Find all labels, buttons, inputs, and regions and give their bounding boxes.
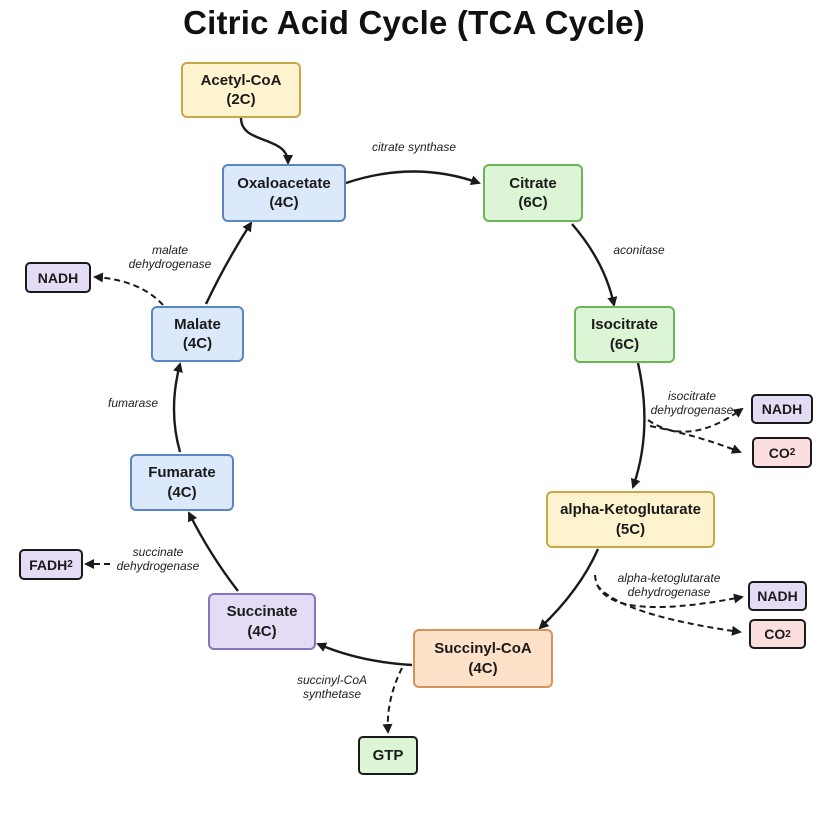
enzyme-line: succinate bbox=[132, 545, 184, 559]
enzyme-line: dehydrogenase bbox=[128, 257, 212, 272]
node-isocitrate: Isocitrate (6C) bbox=[574, 306, 675, 363]
diagram-title: Citric Acid Cycle (TCA Cycle) bbox=[183, 4, 645, 41]
enzyme-line: isocitrate bbox=[667, 389, 717, 403]
node-name: alpha-Ketoglutarate bbox=[560, 501, 701, 518]
arrow-akg-to-succinylcoa bbox=[538, 548, 600, 630]
node-alpha-ketoglutarate: alpha-Ketoglutarate (5C) bbox=[546, 491, 715, 548]
enzyme-line: dehydrogenase bbox=[650, 403, 734, 418]
arrow-fumarate-to-malate bbox=[172, 362, 183, 453]
arrow-citrate-to-isocitrate bbox=[571, 223, 618, 307]
node-name: Isocitrate bbox=[591, 316, 658, 333]
enzyme-line: alpha-ketoglutarate bbox=[617, 571, 721, 585]
node-fumarate: Fumarate (4C) bbox=[130, 454, 234, 511]
node-carbons: (5C) bbox=[615, 520, 646, 538]
node-name: Malate bbox=[174, 315, 221, 333]
node-name: Succinyl-CoA bbox=[434, 640, 532, 657]
enzyme-line: synthetase bbox=[302, 687, 362, 702]
enzyme-line: dehydrogenase bbox=[627, 585, 711, 600]
node-name: Succinate bbox=[226, 603, 298, 620]
enzyme-line: dehydrogenase bbox=[116, 559, 200, 574]
node-citrate: Citrate (6C) bbox=[483, 164, 583, 222]
node-carbons: (6C) bbox=[609, 335, 640, 353]
enzyme-malate-dehydrogenase: malate dehydrogenase bbox=[122, 243, 218, 272]
arrow-oxaloacetate-to-citrate bbox=[345, 170, 481, 186]
enzyme-isocitrate-dehydrogenase: isocitrate dehydrogenase bbox=[644, 389, 740, 418]
arrow-acetylcoa-to-oxaloacetate bbox=[239, 117, 293, 165]
node-carbons: (4C) bbox=[269, 194, 299, 211]
arrow-succinylcoa-to-succinate bbox=[316, 642, 413, 667]
node-carbons: (4C) bbox=[167, 483, 197, 501]
node-carbons: (4C) bbox=[468, 659, 498, 677]
node-name: Fumarate bbox=[148, 464, 216, 481]
node-name: Citrate bbox=[509, 174, 557, 192]
enzyme-succinyl-coa-synthetase: succinyl-CoA synthetase bbox=[284, 673, 380, 702]
dashed-isocitrate-to-co2 bbox=[649, 425, 742, 454]
node-acetyl-coa: Acetyl-CoA (2C) bbox=[181, 62, 301, 118]
co2-label: CO bbox=[764, 626, 786, 642]
node-succinyl-coa: Succinyl-CoA (4C) bbox=[413, 629, 553, 688]
fadh2-label: FADH bbox=[29, 556, 68, 573]
product-nadh-akg: NADH bbox=[748, 581, 807, 611]
dashed-malate-to-nadh bbox=[93, 272, 164, 306]
node-carbons: (2C) bbox=[226, 91, 256, 108]
enzyme-akg-dehydrogenase: alpha-ketoglutarate dehydrogenase bbox=[600, 571, 738, 600]
co2-subscript: 2 bbox=[789, 447, 796, 458]
product-nadh-malate: NADH bbox=[25, 262, 91, 293]
node-carbons: (4C) bbox=[247, 622, 277, 640]
enzyme-succinate-dehydrogenase: succinate dehydrogenase bbox=[110, 545, 206, 574]
node-name: Acetyl-CoA bbox=[200, 71, 282, 89]
node-oxaloacetate: Oxaloacetate (4C) bbox=[222, 164, 346, 222]
product-gtp: GTP bbox=[358, 736, 418, 775]
co2-label: CO bbox=[768, 444, 790, 461]
enzyme-line: succinyl-CoA bbox=[296, 673, 368, 687]
enzyme-fumarase: fumarase bbox=[107, 396, 159, 410]
dashed-akg-to-co2 bbox=[596, 584, 742, 636]
fadh2-subscript: 2 bbox=[67, 559, 73, 570]
node-name: Oxaloacetate bbox=[237, 174, 331, 192]
enzyme-aconitase: aconitase bbox=[613, 243, 665, 257]
node-carbons: (4C) bbox=[182, 335, 213, 352]
dashed-isocitrate-to-nadh bbox=[647, 407, 744, 433]
enzyme-citrate-synthase: citrate synthase bbox=[371, 140, 457, 154]
node-carbons: (6C) bbox=[518, 194, 548, 211]
node-malate: Malate (4C) bbox=[151, 306, 244, 362]
arrow-malate-to-oxaloacetate bbox=[204, 221, 253, 305]
enzyme-line: malate bbox=[151, 243, 189, 257]
dashed-succinylcoa-to-gtp bbox=[382, 667, 403, 734]
co2-subscript: 2 bbox=[785, 628, 791, 640]
node-succinate: Succinate (4C) bbox=[208, 593, 316, 650]
product-nadh-isocitrate: NADH bbox=[751, 394, 813, 424]
arrow-succinate-to-fumarate bbox=[187, 511, 239, 592]
arrow-isocitrate-to-akg bbox=[630, 362, 646, 489]
